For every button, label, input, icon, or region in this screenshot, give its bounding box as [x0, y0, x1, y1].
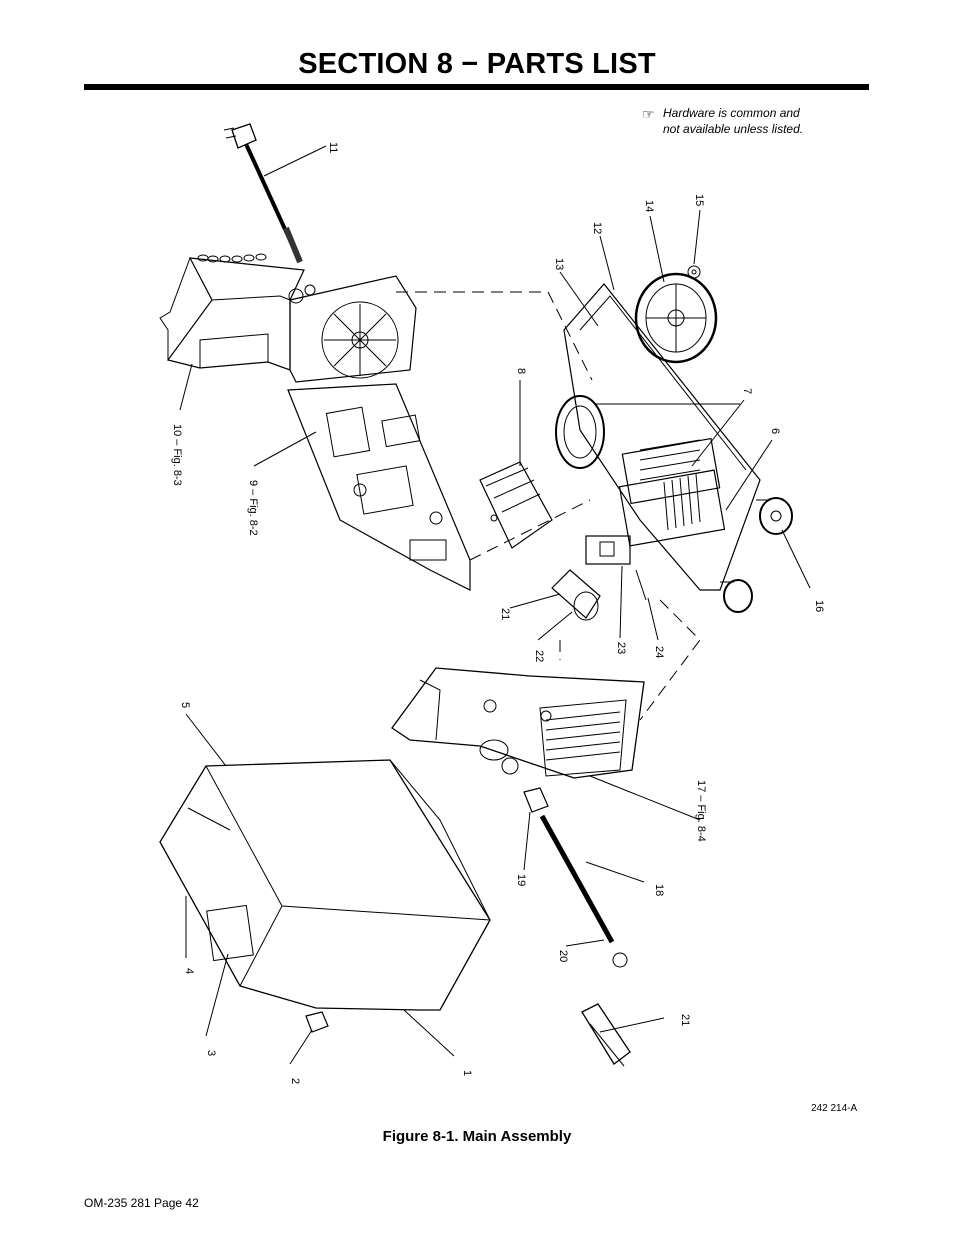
valve-knob	[687, 265, 701, 279]
callout-4: 4	[183, 968, 195, 974]
callout-22: 22	[533, 650, 545, 662]
fan-assembly	[289, 275, 417, 383]
assembly-lines	[396, 291, 701, 721]
callout-21-capacitor: 21	[499, 608, 511, 620]
main-transformer	[618, 437, 726, 547]
axle-wheel-left	[555, 395, 605, 469]
work-cable	[523, 787, 628, 968]
callout-1: 1	[461, 1070, 473, 1076]
handle-clip	[305, 1011, 329, 1033]
callout-7: 7	[741, 388, 753, 394]
callout-labels: 1 2 3 4 5 6 7 8 9 – Fig. 8-2 10 – Fig. 8…	[171, 142, 825, 1084]
power-cord	[223, 123, 303, 264]
work-clamp	[581, 1003, 631, 1067]
caster-wheels	[720, 497, 793, 613]
callout-19: 19	[515, 874, 527, 886]
callout-14: 14	[643, 200, 655, 212]
rear-wheel	[634, 272, 718, 364]
callout-10: 10 – Fig. 8-3	[171, 424, 183, 486]
callout-8: 8	[515, 368, 527, 374]
rear-panel	[391, 667, 645, 779]
component-plate	[287, 383, 471, 591]
figure-caption: Figure 8-1. Main Assembly	[382, 1128, 572, 1145]
callout-15: 15	[693, 194, 705, 206]
wrapper-cover	[159, 759, 491, 1011]
callout-13: 13	[553, 258, 565, 270]
pointing-hand-icon: ☞	[642, 106, 655, 122]
callout-20: 20	[557, 950, 569, 962]
base-chassis	[563, 283, 761, 591]
section-title: SECTION 8 − PARTS LIST	[298, 48, 656, 80]
callout-2: 2	[289, 1078, 301, 1084]
callout-3: 3	[205, 1050, 217, 1056]
front-panel-assembly	[159, 257, 316, 371]
callout-5: 5	[179, 702, 191, 708]
callout-17: 17 – Fig. 8-4	[695, 780, 707, 842]
title-rule	[84, 84, 869, 90]
pc-board-stack	[479, 461, 553, 549]
note-line-1: Hardware is common and	[663, 106, 800, 120]
callout-18: 18	[653, 884, 665, 896]
callout-16: 16	[813, 600, 825, 612]
note-line-2: not available unless listed.	[663, 122, 804, 136]
page-footer: OM-235 281 Page 42	[84, 1196, 199, 1210]
callout-24: 24	[653, 646, 665, 658]
leader-lines	[179, 145, 811, 1065]
capacitor	[551, 569, 601, 621]
callout-6: 6	[769, 428, 781, 434]
callout-12: 12	[591, 222, 603, 234]
relay	[585, 535, 647, 601]
callout-9: 9 – Fig. 8-2	[247, 480, 259, 536]
callout-11: 11	[327, 142, 339, 153]
callout-21-clamp: 21	[679, 1014, 691, 1026]
chain	[197, 253, 267, 263]
callout-23: 23	[615, 642, 627, 654]
drawing-number: 242 214-A	[811, 1103, 858, 1114]
